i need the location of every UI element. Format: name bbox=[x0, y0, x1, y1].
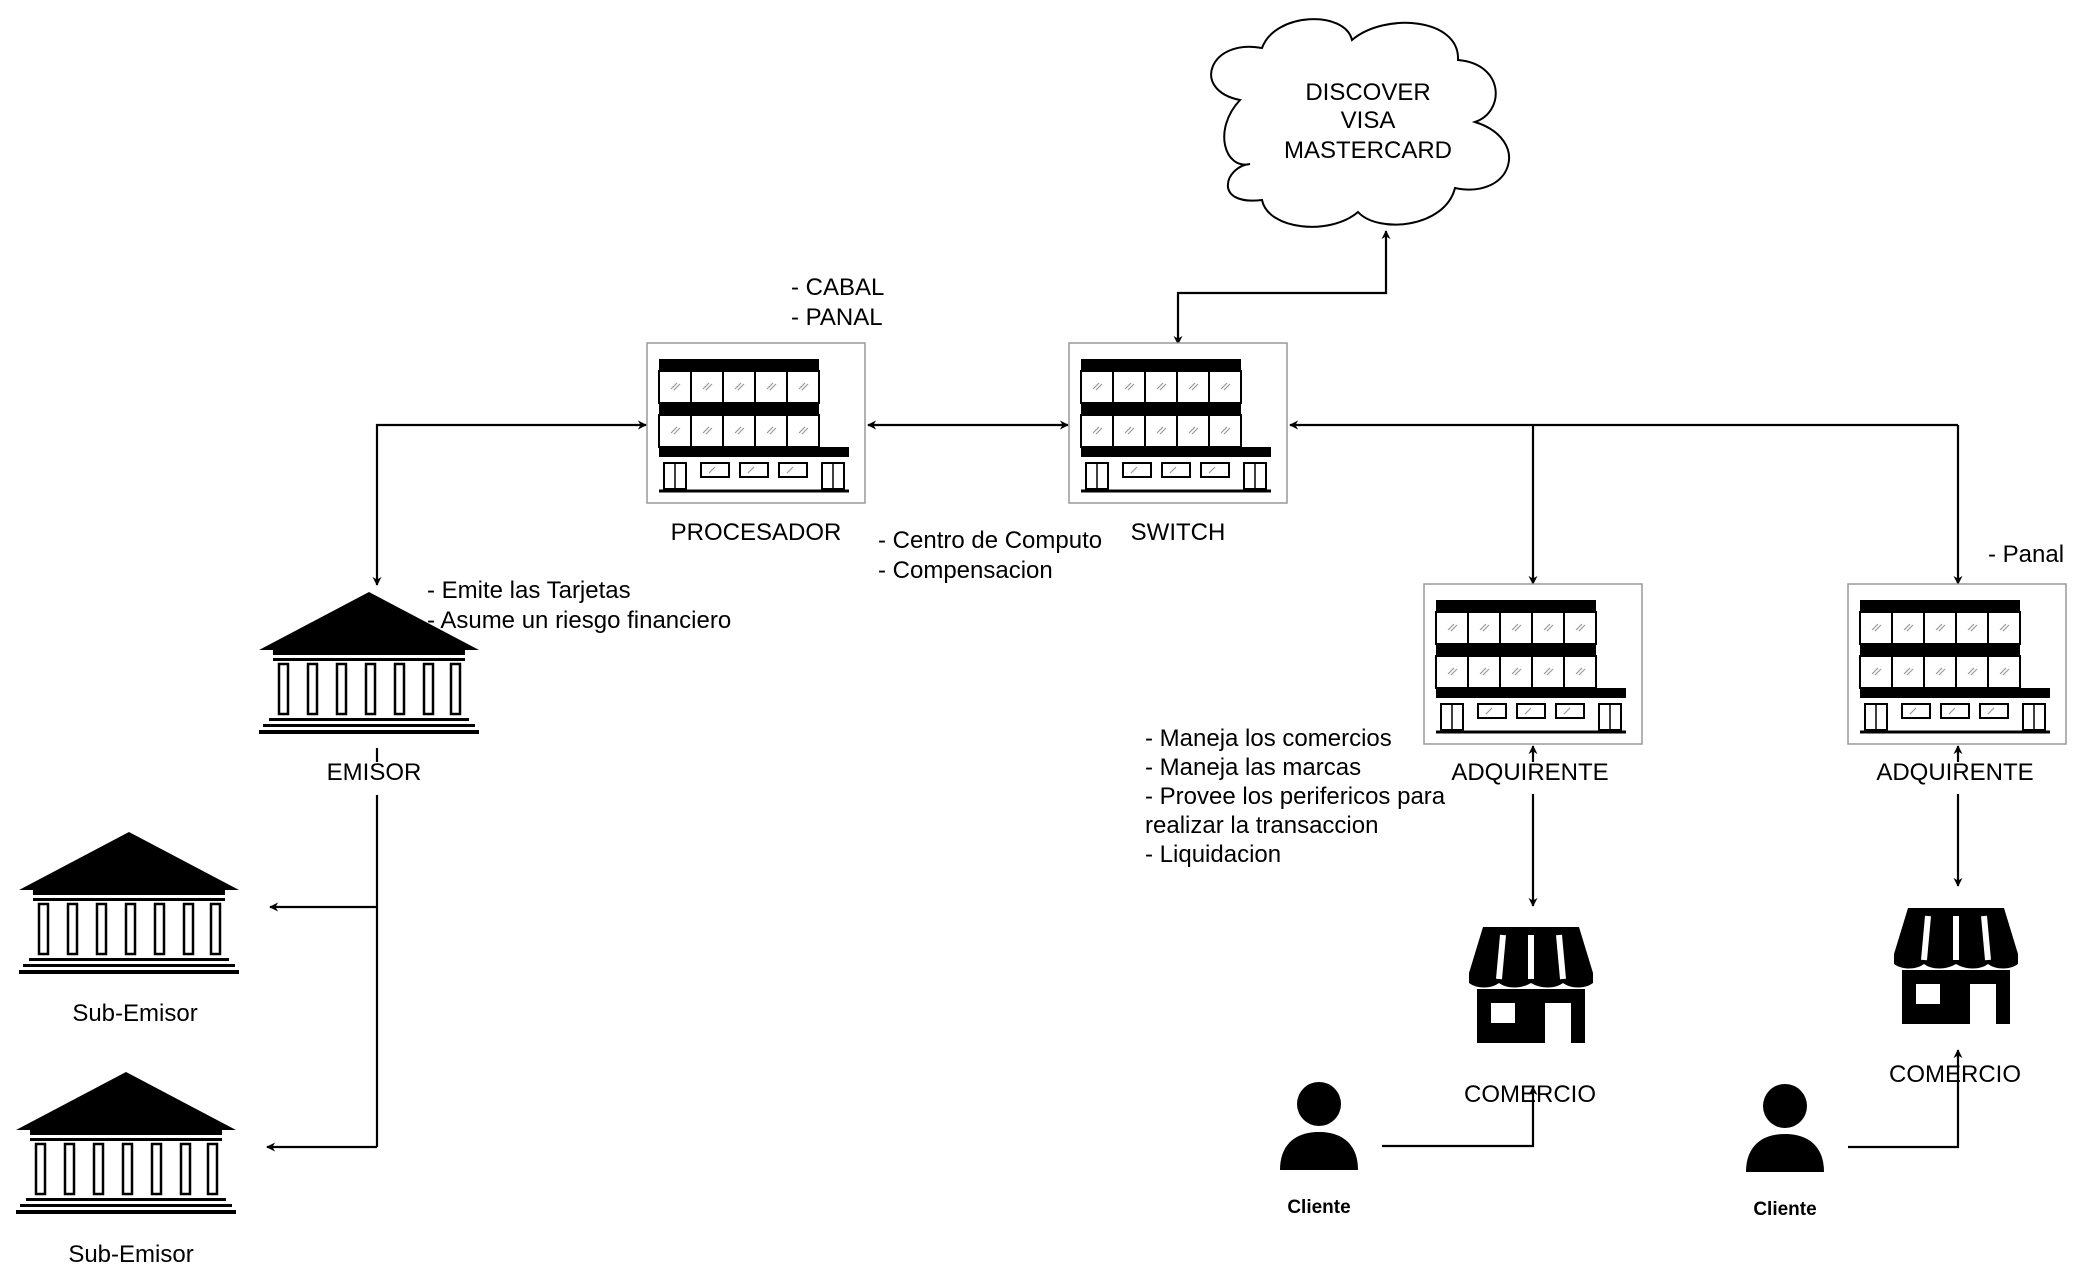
sub-emisor-1-bank-icon bbox=[17, 830, 241, 976]
comercio-1-node: COMERCIO bbox=[1464, 927, 1596, 1108]
cliente-2-person-icon bbox=[1746, 1084, 1824, 1172]
switch-role-2: - Compensacion bbox=[878, 557, 1053, 584]
cloud-label-line-1: DISCOVER bbox=[1305, 79, 1430, 106]
adquirente-role-2: - Maneja las marcas bbox=[1145, 754, 1361, 781]
sub-emisor-1-node: Sub-Emisor bbox=[17, 830, 241, 1027]
switch-node: SWITCH - Centro de Computo - Compensacio… bbox=[878, 341, 1289, 584]
comercio-2-shop-icon bbox=[1894, 908, 2018, 1024]
cliente-1-person-icon bbox=[1280, 1082, 1358, 1170]
procesador-node: PROCESADOR - CABAL - PANAL bbox=[645, 274, 884, 546]
adquirente-role-5: - Liquidacion bbox=[1145, 841, 1281, 868]
switch-building-icon bbox=[1067, 341, 1289, 505]
adquirente-2-building-icon bbox=[1846, 582, 2068, 746]
edge-procesador-emisor bbox=[372, 420, 647, 586]
comercio-2-label: COMERCIO bbox=[1889, 1061, 2021, 1088]
procesador-building-icon bbox=[645, 341, 867, 505]
emisor-node: EMISOR - Emite las Tarjetas - Asume un r… bbox=[257, 577, 731, 786]
sub-emisor-2-node: Sub-Emisor bbox=[14, 1070, 238, 1266]
sub-emisor-2-label: Sub-Emisor bbox=[68, 1241, 193, 1266]
procesador-label: PROCESADOR bbox=[671, 519, 842, 546]
adquirente-1-building-icon bbox=[1422, 582, 1644, 746]
emisor-label: EMISOR bbox=[327, 759, 422, 786]
adquirente-2-node: ADQUIRENTE - Panal bbox=[1846, 541, 2068, 786]
cliente-1-node: Cliente bbox=[1280, 1082, 1358, 1218]
edge-cliente2-comercio2 bbox=[1848, 1049, 1963, 1149]
adquirente-role-4: realizar la transaccion bbox=[1145, 812, 1378, 839]
cliente-2-node: Cliente bbox=[1746, 1084, 1824, 1220]
adquirente-1-node: ADQUIRENTE - Maneja los comercios - Mane… bbox=[1145, 582, 1644, 868]
emisor-role-2: - Asume un riesgo financiero bbox=[427, 607, 731, 634]
edges bbox=[266, 230, 1963, 1152]
comercio-1-label: COMERCIO bbox=[1464, 1081, 1596, 1108]
adquirente-role-3: - Provee los perifericos para bbox=[1145, 783, 1446, 810]
adquirente-role-1: - Maneja los comercios bbox=[1145, 725, 1392, 752]
edge-cliente1-comercio1 bbox=[1382, 1086, 1538, 1148]
cloud-label-line-3: MASTERCARD bbox=[1284, 137, 1452, 164]
adquirente-2-label: ADQUIRENTE bbox=[1876, 759, 2033, 786]
sub-emisor-2-bank-icon bbox=[14, 1070, 238, 1216]
cloud-icon bbox=[1210, 18, 1511, 228]
procesador-brand-1: - CABAL bbox=[791, 274, 884, 301]
emisor-role-1: - Emite las Tarjetas bbox=[427, 577, 631, 604]
cliente-2-label: Cliente bbox=[1753, 1199, 1816, 1220]
adquirente-2-brand: - Panal bbox=[1988, 541, 2064, 568]
procesador-brand-2: - PANAL bbox=[791, 304, 883, 331]
comercio-2-node: COMERCIO bbox=[1889, 908, 2021, 1088]
edge-switch-cloud bbox=[1173, 230, 1391, 345]
cloud-node: DISCOVER VISA MASTERCARD bbox=[1210, 18, 1511, 228]
adquirente-1-label: ADQUIRENTE bbox=[1451, 759, 1608, 786]
switch-role-1: - Centro de Computo bbox=[878, 527, 1102, 554]
sub-emisor-1-label: Sub-Emisor bbox=[72, 1000, 197, 1027]
switch-label: SWITCH bbox=[1131, 519, 1226, 546]
comercio-1-shop-icon bbox=[1469, 927, 1593, 1043]
cliente-1-label: Cliente bbox=[1287, 1197, 1350, 1218]
cloud-label-line-2: VISA bbox=[1341, 107, 1396, 134]
